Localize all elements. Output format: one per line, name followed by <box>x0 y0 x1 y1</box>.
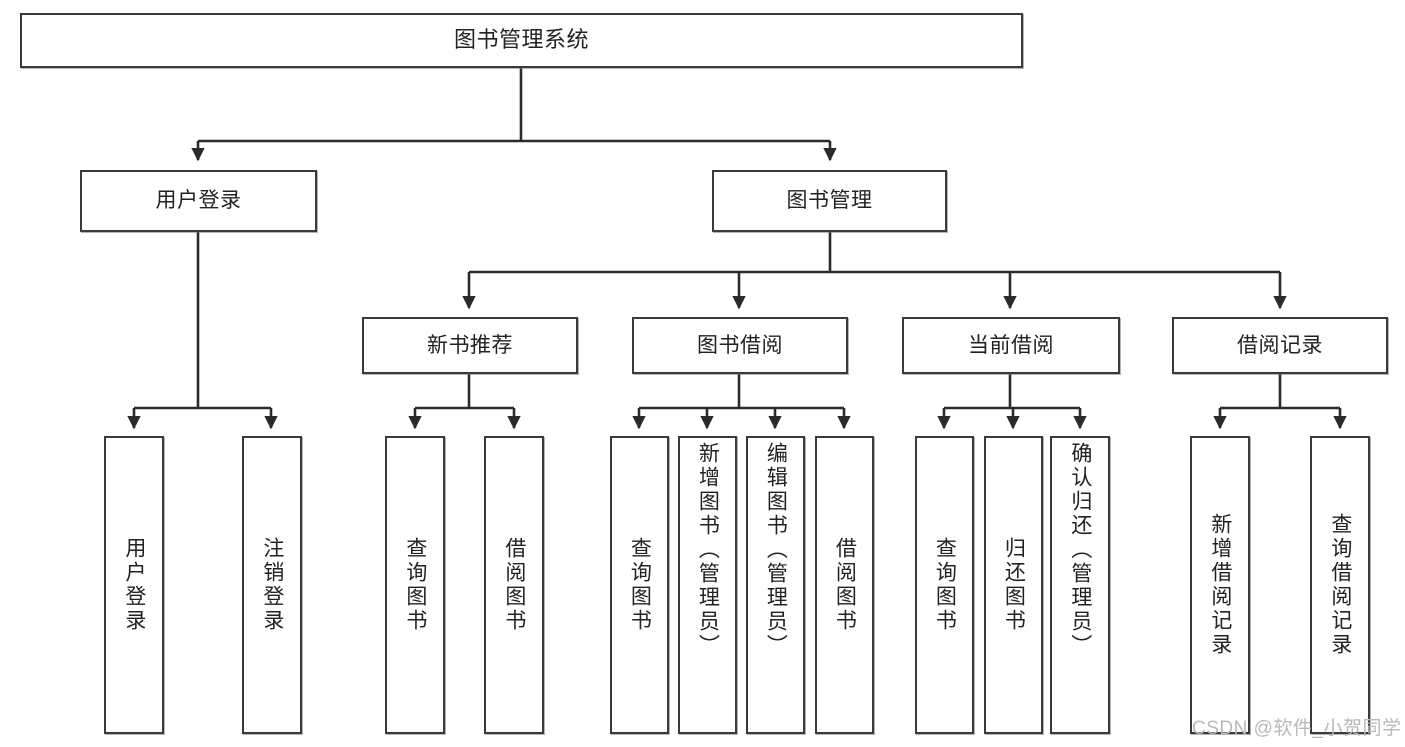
node-level3-book-borrow[interactable]: 图书借阅 <box>632 317 848 374</box>
node-label: 当前借阅 <box>968 333 1054 357</box>
node-level2-book-management[interactable]: 图书管理 <box>712 170 947 232</box>
node-leaf-borrow-book-recommend[interactable]: 借阅图书 <box>484 436 544 734</box>
node-label: 借阅记录 <box>1237 333 1323 357</box>
csdn-watermark: CSDN @软件_小贺同学 <box>1192 718 1402 739</box>
node-label: 查询图书 <box>628 537 652 633</box>
node-label: 图书管理 <box>786 189 873 213</box>
node-leaf-add-borrow-record[interactable]: 新增借阅记录 <box>1190 436 1250 734</box>
node-level3-borrow-record[interactable]: 借阅记录 <box>1172 317 1388 374</box>
node-label: 借阅图书 <box>502 537 526 633</box>
node-leaf-query-book-recommend[interactable]: 查询图书 <box>385 436 445 734</box>
node-leaf-query-book-borrow[interactable]: 查询图书 <box>610 436 669 734</box>
node-leaf-user-login[interactable]: 用户登录 <box>104 436 164 734</box>
node-label: 借阅图书 <box>833 537 857 633</box>
node-label: 用户登录 <box>122 537 146 633</box>
node-label: 新增图书（管理员） <box>696 442 720 658</box>
node-leaf-logout[interactable]: 注销登录 <box>242 436 302 734</box>
node-label: 查询图书 <box>403 537 427 633</box>
node-label: 编辑图书（管理员） <box>764 442 788 658</box>
node-label: 归还图书 <box>1002 537 1026 633</box>
node-label: 图书管理系统 <box>453 27 589 53</box>
node-leaf-query-book-current[interactable]: 查询图书 <box>915 436 974 734</box>
node-leaf-confirm-return-admin[interactable]: 确认归还（管理员） <box>1050 436 1110 734</box>
node-leaf-edit-book-admin[interactable]: 编辑图书（管理员） <box>746 436 805 734</box>
node-label: 新增借阅记录 <box>1208 513 1232 657</box>
node-root[interactable]: 图书管理系统 <box>20 13 1023 68</box>
node-level2-user-login[interactable]: 用户登录 <box>80 170 317 232</box>
node-label: 查询借阅记录 <box>1328 513 1352 657</box>
node-level3-new-book-recommend[interactable]: 新书推荐 <box>362 317 578 374</box>
node-label: 查询图书 <box>933 537 957 633</box>
node-leaf-return-book[interactable]: 归还图书 <box>984 436 1043 734</box>
node-label: 确认归还（管理员） <box>1068 442 1092 658</box>
node-leaf-add-book-admin[interactable]: 新增图书（管理员） <box>678 436 737 734</box>
node-label: 新书推荐 <box>427 333 513 357</box>
node-level3-current-borrow[interactable]: 当前借阅 <box>902 317 1120 374</box>
node-label: 用户登录 <box>155 189 242 213</box>
node-label: 注销登录 <box>260 537 284 633</box>
node-leaf-borrow-book[interactable]: 借阅图书 <box>815 436 874 734</box>
node-label: 图书借阅 <box>697 333 783 357</box>
node-leaf-query-borrow-record[interactable]: 查询借阅记录 <box>1310 436 1370 734</box>
